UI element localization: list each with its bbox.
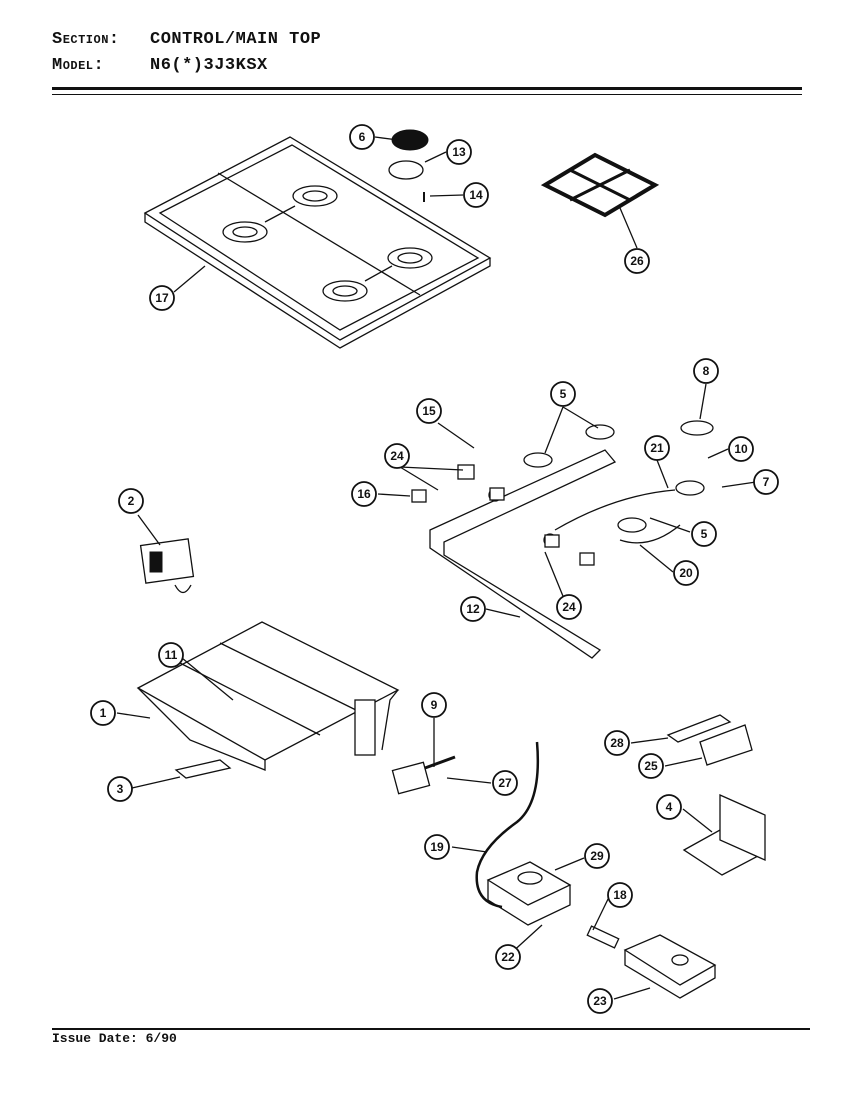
svg-text:21: 21	[650, 441, 664, 455]
svg-text:2: 2	[128, 494, 135, 508]
callout-28: 28	[604, 730, 630, 756]
main-top-part	[143, 136, 492, 349]
callout-25: 25	[638, 753, 664, 779]
svg-text:23: 23	[593, 994, 607, 1008]
svg-text:12: 12	[466, 602, 480, 616]
svg-text:26: 26	[630, 254, 644, 268]
callout-9: 9	[421, 692, 447, 718]
svg-text:5: 5	[701, 527, 708, 541]
svg-text:18: 18	[613, 888, 627, 902]
svg-text:5: 5	[560, 387, 567, 401]
valve-parts	[411, 464, 595, 566]
svg-text:1: 1	[100, 706, 107, 720]
callout-14: 14	[463, 182, 489, 208]
cap-part	[391, 129, 429, 151]
svg-text:28: 28	[610, 736, 624, 750]
callout-22: 22	[495, 944, 521, 970]
svg-text:19: 19	[430, 840, 444, 854]
callout-23: 23	[587, 988, 613, 1014]
callout-29: 29	[584, 843, 610, 869]
callout-20: 20	[673, 560, 699, 586]
header-rule-thick	[52, 87, 802, 90]
section-label: Section:	[52, 30, 120, 49]
callout-7: 7	[753, 469, 779, 495]
burner-part	[523, 424, 705, 533]
svg-text:27: 27	[498, 776, 512, 790]
callout-19: 19	[424, 834, 450, 860]
callout-11: 11	[158, 642, 184, 668]
svg-text:3: 3	[117, 782, 124, 796]
callout-17: 17	[149, 285, 175, 311]
svg-text:25: 25	[644, 759, 658, 773]
callout-24-bottom: 24	[556, 594, 582, 620]
callout-26: 26	[624, 248, 650, 274]
issue-date: Issue Date: 6/90	[52, 1031, 177, 1046]
svg-text:9: 9	[431, 698, 438, 712]
svg-text:16: 16	[357, 487, 371, 501]
burner-box-part	[136, 621, 400, 771]
callout-6: 6	[349, 124, 375, 150]
leader-lines	[116, 136, 757, 1000]
supply-tube-part	[475, 741, 540, 909]
grate-part	[540, 152, 660, 218]
svg-text:20: 20	[679, 566, 693, 580]
mount-4-part	[682, 793, 766, 876]
footer-rule	[52, 1028, 810, 1030]
callout-24-top: 24	[384, 443, 410, 469]
svg-text:7: 7	[763, 475, 770, 489]
regulator-part	[486, 861, 572, 926]
callout-2: 2	[118, 488, 144, 514]
callout-5-top: 5	[550, 381, 576, 407]
model-label: Model:	[52, 56, 105, 75]
callout-5-right: 5	[691, 521, 717, 547]
callout-21: 21	[644, 435, 670, 461]
gasket-part	[388, 160, 424, 180]
bracket-28-part	[666, 714, 732, 743]
cap-ring-part	[680, 420, 714, 436]
svg-text:22: 22	[501, 950, 515, 964]
callout-4: 4	[656, 794, 682, 820]
model-line: Model: N6(*)3J3KSX	[52, 56, 268, 75]
section-line: Section: CONTROL/MAIN TOP	[52, 30, 321, 49]
bracket-part	[174, 759, 232, 779]
svg-text:24: 24	[390, 449, 404, 463]
svg-text:6: 6	[359, 130, 366, 144]
fitting-part	[586, 925, 620, 949]
callout-18: 18	[607, 882, 633, 908]
callout-15: 15	[416, 398, 442, 424]
svg-text:29: 29	[590, 849, 604, 863]
tubing-part	[554, 489, 681, 544]
svg-text:10: 10	[734, 442, 748, 456]
callout-10: 10	[728, 436, 754, 462]
svg-text:8: 8	[703, 364, 710, 378]
svg-text:14: 14	[469, 188, 483, 202]
callout-16: 16	[351, 481, 377, 507]
svg-text:17: 17	[155, 291, 169, 305]
svg-text:24: 24	[562, 600, 576, 614]
svg-text:15: 15	[422, 404, 436, 418]
svg-text:13: 13	[452, 145, 466, 159]
callout-12: 12	[460, 596, 486, 622]
valve-body-part	[623, 934, 717, 999]
model-value: N6(*)3J3KSX	[150, 56, 268, 75]
header-rule-thin	[52, 94, 802, 95]
block-25-part	[699, 724, 753, 766]
callout-8: 8	[693, 358, 719, 384]
callout-1: 1	[90, 700, 116, 726]
svg-text:4: 4	[666, 800, 673, 814]
switch-part	[139, 538, 195, 594]
connector-part	[391, 755, 456, 795]
callout-13: 13	[446, 139, 472, 165]
callout-3: 3	[107, 776, 133, 802]
section-value: CONTROL/MAIN TOP	[150, 30, 322, 49]
callout-27: 27	[492, 770, 518, 796]
svg-text:11: 11	[165, 648, 178, 662]
